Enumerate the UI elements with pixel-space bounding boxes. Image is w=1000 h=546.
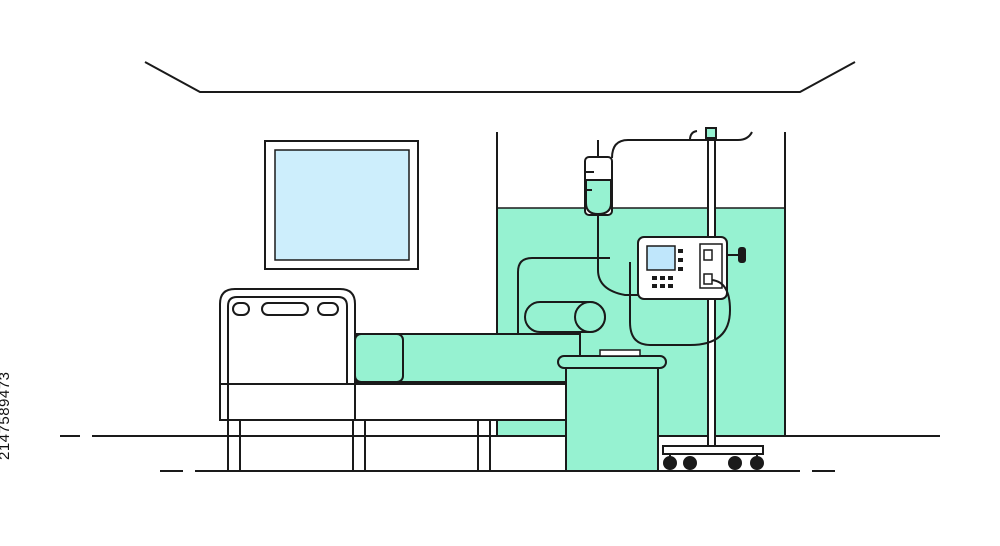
hospital-bed [219, 288, 581, 471]
iv-drip-bag [584, 140, 642, 296]
bedside-table [557, 349, 667, 472]
image-id-label: 2147589473 [0, 371, 13, 460]
bed-headboard [219, 288, 356, 421]
ceiling-line [144, 61, 856, 93]
infusion-pump [629, 236, 746, 346]
window [264, 140, 419, 270]
floor-lines [60, 435, 940, 472]
pillow [354, 333, 404, 383]
